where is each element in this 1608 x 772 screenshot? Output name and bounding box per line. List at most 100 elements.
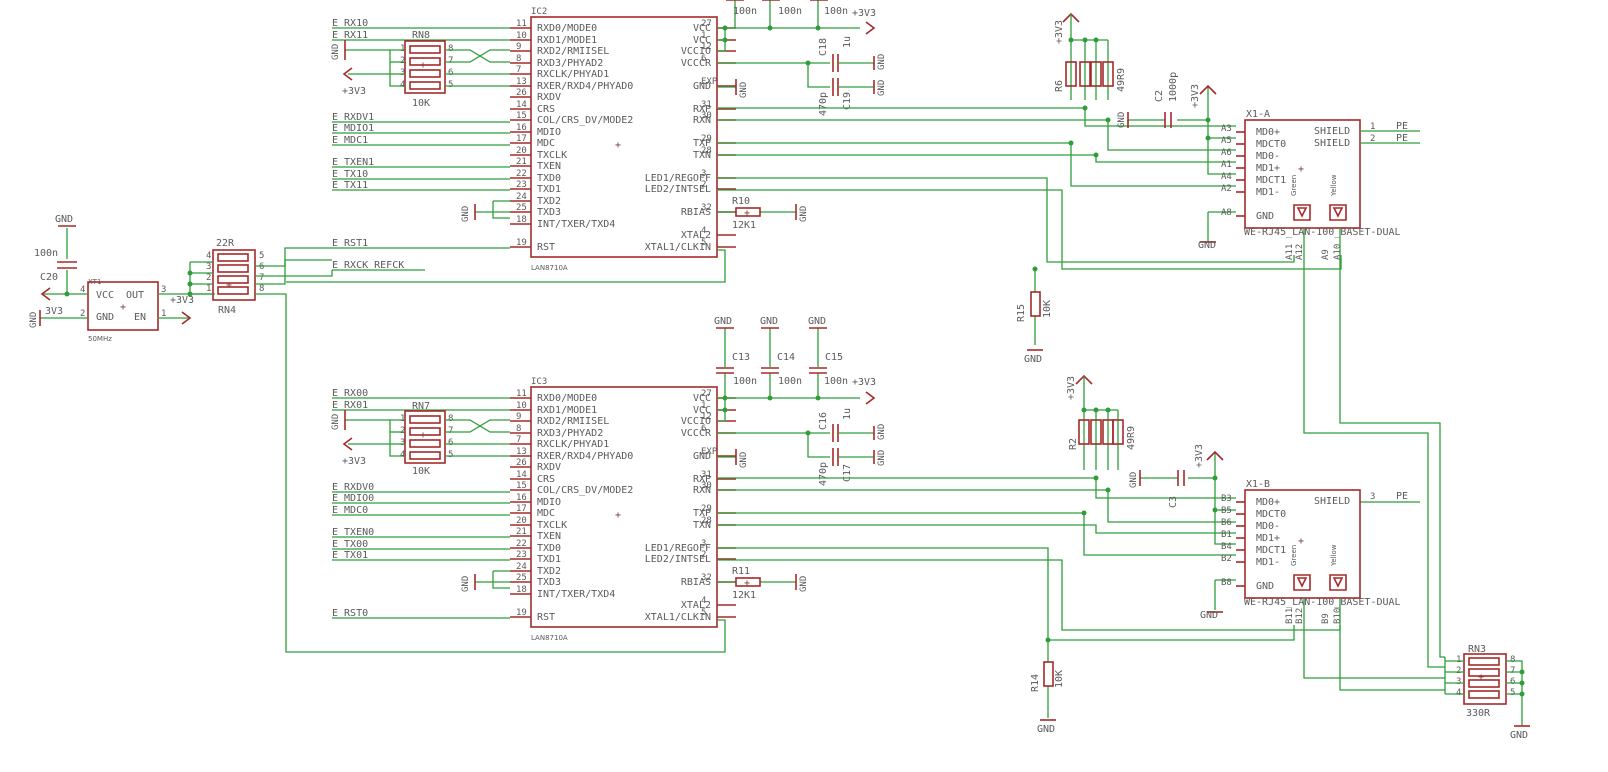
wires-rn8 — [345, 49, 510, 87]
ic-pin-label: XTAL2 — [681, 600, 711, 611]
ic-pin-number: 9 — [516, 42, 521, 52]
svg-text:100n: 100n — [733, 6, 757, 17]
ic-pin-label: VCCCR — [681, 428, 712, 439]
svg-text:GND: GND — [461, 206, 471, 222]
ic-pin-number: EXP — [701, 447, 718, 457]
rn3: RN3 + 330R 1 2 3 4 8 7 6 5 — [1456, 644, 1515, 719]
ic-pin-label: RXN — [693, 115, 711, 126]
svg-text:12K1: 12K1 — [732, 220, 756, 231]
ic-pin-number: 6 — [701, 424, 706, 434]
ic-pin-label: RST — [537, 242, 555, 253]
r6-ref: R6 — [1054, 80, 1065, 92]
svg-text:1: 1 — [161, 309, 166, 319]
wires-oscillator — [40, 270, 215, 319]
c2: C2 1000p GND +3V3 — [1117, 72, 1217, 128]
connector-pin-label: MD1+ — [1256, 533, 1280, 544]
ic-pin-number: 3 — [701, 539, 706, 549]
svg-text:A11: A11 — [1285, 244, 1295, 260]
svg-text:2: 2 — [400, 426, 405, 436]
net-label: E_TX10 — [332, 169, 368, 180]
ic-pin-number: 27 — [701, 389, 712, 399]
svg-text:7: 7 — [259, 273, 264, 283]
ic-pin-label: GND — [693, 81, 711, 92]
ic-pin-label: RXER/RXD4/PHYAD0 — [537, 451, 633, 462]
vcc-rn7: +3V3 — [342, 437, 366, 467]
ic-pin-number: 8 — [516, 424, 521, 434]
connector-pin-number: A1 — [1221, 160, 1232, 170]
ic-pin-label: VCC — [693, 393, 711, 404]
ic-pin-number: 22 — [516, 539, 527, 549]
ic-pin-number: EXP — [701, 77, 718, 87]
net-label: E_MDIO1 — [332, 123, 374, 134]
ic-pin-label: RXD1/MODE1 — [537, 405, 597, 416]
ic-pin-number: 9 — [516, 412, 521, 422]
ic-pin-label: TXD3 — [537, 577, 561, 588]
wires-rn7 — [345, 419, 510, 457]
connector-pin-label: MD1- — [1256, 557, 1280, 568]
vcc-rn8: +3V3 — [342, 67, 366, 97]
svg-text:+3V3: +3V3 — [342, 456, 366, 467]
ic-pin-label: RXD1/MODE1 — [537, 35, 597, 46]
svg-text:4: 4 — [80, 285, 85, 295]
ic-pin-number: 23 — [516, 550, 527, 560]
net-label: E_RX10 — [332, 18, 368, 29]
ic-pin-number: 23 — [516, 180, 527, 190]
ic-pin-number: 21 — [516, 527, 527, 537]
ic-pin-number: 17 — [516, 504, 527, 514]
ic-pin-label: TXD3 — [537, 207, 561, 218]
ic-pin-label: XTAL1/CLKIN — [645, 242, 711, 253]
ic-pin-label: VCCCR — [681, 58, 712, 69]
connector-pin-number: B2 — [1221, 554, 1232, 564]
svg-text:+: + — [226, 280, 232, 291]
ic-pin-number: 20 — [516, 516, 527, 526]
svg-text:1: 1 — [206, 284, 211, 294]
ic-pin-number: 28 — [701, 146, 712, 156]
svg-text:+3V3: +3V3 — [1190, 84, 1201, 108]
ic-pin-label: MDC — [537, 508, 555, 519]
gnd-c18-c19: GND GND — [873, 54, 887, 96]
net-label: E_RXDV0 — [332, 482, 374, 493]
ic-pin-number: 14 — [516, 100, 527, 110]
ic-pin-label: VCC — [693, 23, 711, 34]
svg-text:8: 8 — [1510, 655, 1515, 665]
ic-pin-label: LED1/REGOFF — [645, 543, 711, 554]
svg-text:GND: GND — [461, 576, 471, 592]
ic-pin-number: 18 — [516, 585, 527, 595]
c17: 470p C17 — [818, 448, 874, 486]
ic-pin-label: COL/CRS_DV/MODE2 — [537, 485, 633, 496]
svg-text:100n: 100n — [824, 6, 848, 17]
svg-text:GND: GND — [1037, 724, 1055, 735]
svg-text:GND: GND — [1117, 112, 1127, 128]
svg-text:+: + — [1298, 536, 1304, 547]
connector-pin-label: MD0+ — [1256, 497, 1280, 508]
ic-pin-label: RXDV — [537, 92, 561, 103]
svg-text:+: + — [120, 302, 126, 313]
svg-text:A12: A12 — [1295, 244, 1305, 260]
svg-text:GND: GND — [877, 424, 887, 440]
ic-pin-number: 20 — [516, 146, 527, 156]
ic-pin-label: TXD0 — [537, 543, 561, 554]
connector-pin-number: A3 — [1221, 124, 1232, 134]
gnd-rn3: GND — [1510, 725, 1530, 741]
svg-text:100n: 100n — [778, 376, 802, 387]
ic-pin-label: TXP — [693, 508, 711, 519]
svg-text:GND: GND — [331, 414, 341, 430]
ic-pin-number: 29 — [701, 504, 712, 514]
ic-pin-number: 12 — [701, 42, 712, 52]
ic-pin-label: RST — [537, 612, 555, 623]
svg-text:+3V3: +3V3 — [852, 8, 876, 19]
ic-pin-number: 2 — [701, 180, 706, 190]
svg-text:22R: 22R — [216, 238, 235, 249]
ic-pin-label: TXD2 — [537, 196, 561, 207]
ic-pin-number: 10 — [516, 401, 527, 411]
ic-pin-label: RXER/RXD4/PHYAD0 — [537, 81, 633, 92]
ic-pin-label: RXD3/PHYAD2 — [537, 58, 603, 69]
ic-pin-number: 7 — [516, 435, 521, 445]
c15-ref: C15 — [825, 352, 843, 363]
net-label: E_MDIO0 — [332, 493, 374, 504]
ic-pin-number: 4 — [701, 596, 706, 606]
ic-pin-number: 13 — [516, 447, 527, 457]
connector-pin-label: MD1- — [1256, 187, 1280, 198]
svg-text:VCC: VCC — [96, 290, 114, 301]
